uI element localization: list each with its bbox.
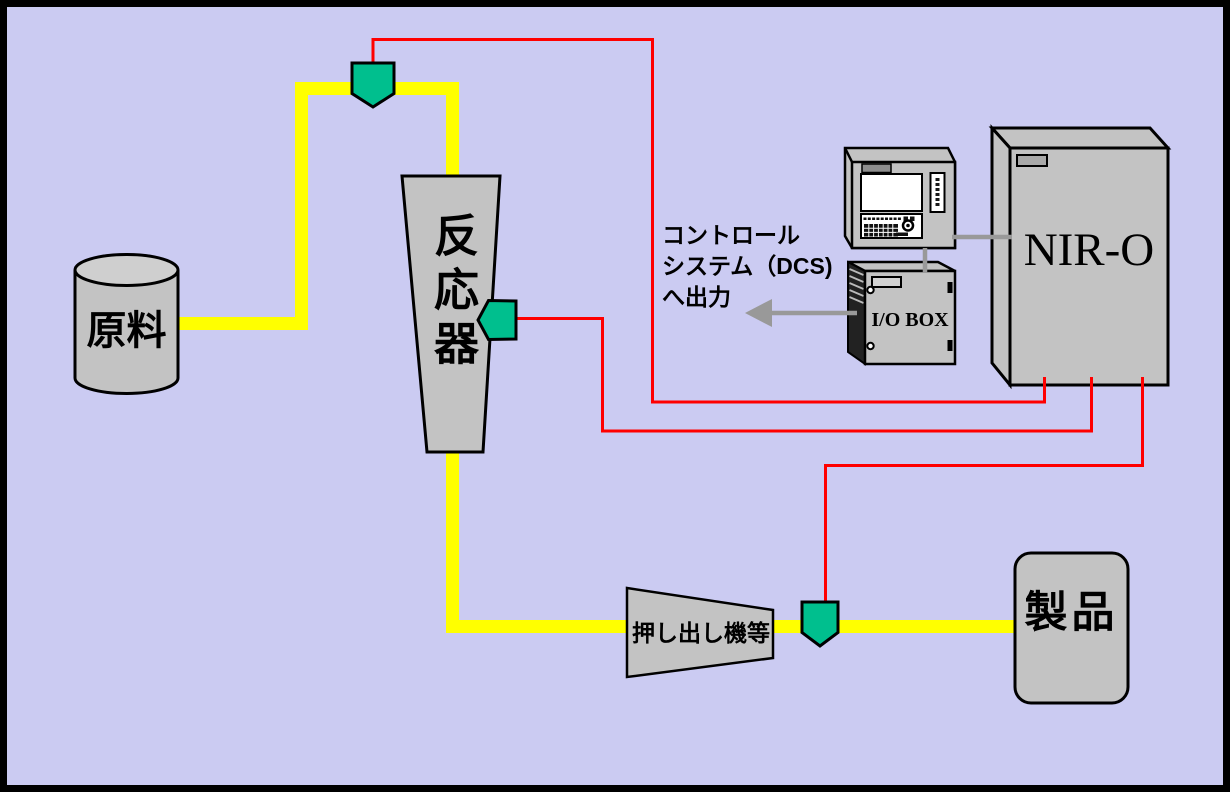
iobox-latch-bottom	[947, 340, 953, 351]
raw-material-tank	[73, 253, 180, 395]
reactor-vessel	[400, 174, 502, 454]
terminal-mouse-dot	[906, 223, 910, 228]
terminal-buttons	[935, 178, 940, 206]
iobox-display-slot	[871, 276, 902, 288]
iobox-hinge-top	[866, 285, 875, 295]
keyboard-key-grid	[864, 224, 898, 237]
tank-top	[73, 253, 180, 287]
reactor-label: 反応器	[427, 212, 478, 374]
niro-front	[1008, 146, 1170, 387]
product-label: 製品	[1024, 589, 1119, 637]
iobox-hinge-bottom	[866, 341, 875, 351]
dcs-output-note: コントロール システム（DCS) へ出力	[662, 220, 833, 313]
terminal-button-strip	[929, 172, 946, 213]
nir-analyzer-label: NIR-O	[1023, 224, 1155, 276]
extruder-shape	[625, 586, 775, 679]
fiber-extruder-probe-to-niro	[824, 377, 1144, 603]
operator-terminal	[843, 146, 957, 250]
extruder-label: 押し出し機等	[632, 620, 770, 646]
dcs-note-line-3: へ出力	[662, 284, 731, 310]
iobox-latch-top	[947, 282, 953, 293]
io-box-cabinet	[847, 260, 957, 366]
product-box	[1013, 551, 1130, 705]
io-box-label: I/O BOX	[871, 309, 949, 331]
terminal-screen	[860, 173, 923, 212]
raw-material-label: 原料	[86, 309, 167, 353]
probe-extruder-line-icon	[800, 600, 840, 648]
dcs-note-line-1: コントロール	[662, 222, 800, 248]
fiber-top-probe-to-niro	[371, 38, 1046, 404]
iobox-vent-stripes	[849, 268, 864, 304]
terminal-edge	[843, 147, 854, 163]
dcs-output-arrow-icon	[745, 299, 772, 327]
niro-label-slot	[1016, 154, 1048, 167]
probe-reactor-icon	[476, 298, 518, 342]
terminal-slot	[861, 163, 892, 174]
niro-top-face	[988, 126, 1172, 150]
terminal-mouse-pad	[896, 232, 908, 236]
fiber-reactor-probe-to-niro	[514, 317, 1093, 433]
probe-feed-line-icon	[350, 61, 396, 109]
niro-left-face	[990, 124, 1012, 390]
keyboard-top-row	[863, 216, 915, 221]
nir-analyzer-cabinet	[988, 124, 1172, 390]
dcs-note-line-2: システム（DCS)	[662, 253, 833, 279]
tank-body	[73, 270, 180, 395]
